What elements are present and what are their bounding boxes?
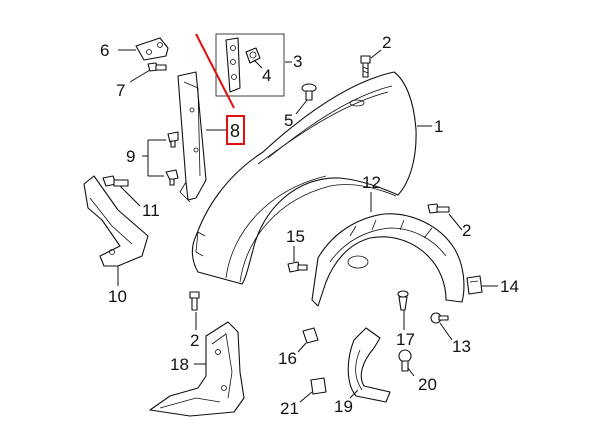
bolt-20[interactable] [398,349,412,372]
callout-12: 12 [362,173,381,192]
clip-16[interactable] [302,327,319,344]
leader-lines [117,49,498,403]
push-clip[interactable] [301,83,317,101]
callout-17: 17 [396,330,415,349]
callout-2-top: 2 [382,33,391,52]
lower-shield[interactable] [149,321,245,417]
callout-13: 13 [452,337,471,356]
callout-8: 8 [230,121,240,141]
screw-13[interactable] [430,312,449,324]
callout-19: 19 [334,397,353,416]
fender[interactable] [191,71,417,285]
callout-4: 4 [262,66,271,85]
highlight-arrow [195,33,235,109]
bracket-assembly[interactable] [215,33,285,97]
callout-7: 7 [116,81,125,100]
square-nut[interactable] [466,275,483,295]
callout-3: 3 [293,52,302,71]
bolt-7[interactable] [147,62,167,72]
clip-21[interactable] [310,377,327,395]
bolt-top[interactable] [360,55,371,78]
callout-16: 16 [278,349,297,368]
callout-1: 1 [434,117,443,136]
callout-18: 18 [170,355,189,374]
highlight-box [226,115,245,145]
callout-5: 5 [284,111,293,130]
bolt-15[interactable] [287,261,308,273]
callout-14: 14 [500,277,519,296]
callout-11: 11 [142,201,160,220]
callout-9: 9 [126,147,135,166]
callout-2-right: 2 [462,221,471,240]
support-bracket[interactable] [177,71,207,203]
lower-bracket[interactable] [83,175,149,267]
splash-strip[interactable] [347,327,391,403]
hinge-bracket[interactable] [135,37,169,61]
callout-10: 10 [108,287,127,306]
bolt-lower[interactable] [189,291,200,311]
callout-21: 21 [280,399,299,418]
clip-17[interactable] [397,290,409,311]
callout-labels: 1 2 2 2 3 4 5 6 7 8 9 10 11 12 13 14 15 … [100,33,519,418]
callout-15: 15 [286,227,305,246]
callout-2-lower: 2 [190,331,199,350]
wheel-liner[interactable] [311,213,465,307]
bolt-right[interactable] [427,203,450,214]
callout-6: 6 [100,41,109,60]
bolt-11[interactable] [102,175,129,187]
callout-20: 20 [418,375,437,394]
retaining-clips[interactable] [165,131,179,186]
